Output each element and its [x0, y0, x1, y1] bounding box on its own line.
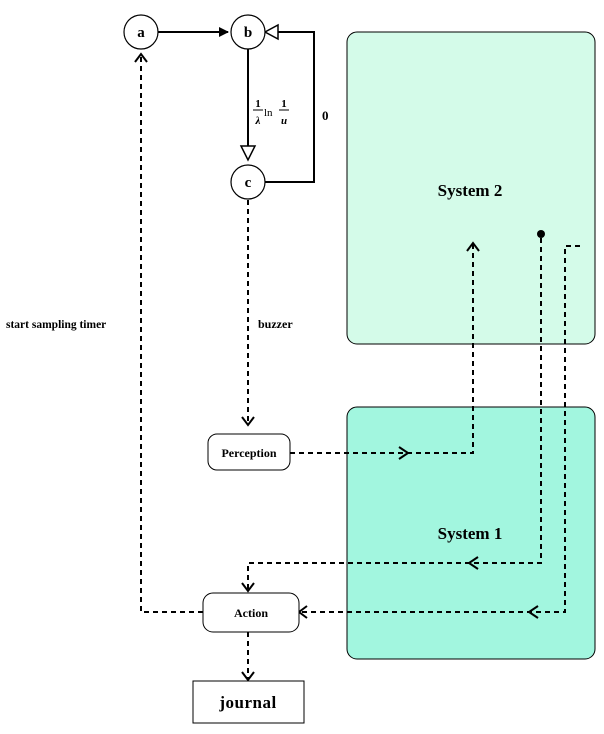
open-arrow-into-journal — [241, 671, 255, 682]
perception-label: Perception — [221, 446, 276, 460]
formula-ln: ln — [264, 107, 273, 119]
edge-system1-to-action — [299, 245, 580, 613]
start-sampling-label: start sampling timer — [6, 319, 106, 331]
hollow-arrow-into-b — [263, 23, 279, 41]
transition-rate-formula: 1 λ ln 1 u — [253, 98, 289, 127]
edge-perception-to-system2 — [290, 243, 474, 454]
system-2-box — [346, 31, 596, 345]
edge-system2-to-action — [247, 238, 542, 591]
open-arrow-into-a — [134, 52, 148, 63]
mid-arrow-system1-path — [527, 605, 539, 619]
journal-node — [192, 680, 305, 724]
state-c-label: c — [245, 175, 252, 191]
state-b-label: b — [244, 25, 252, 41]
state-a-label: a — [137, 25, 145, 41]
state-b-circle — [230, 14, 266, 50]
formula-frac2-den: u — [281, 115, 287, 127]
system-2-label: System 2 — [438, 181, 503, 200]
state-c-circle — [230, 164, 266, 200]
open-arrow-into-action-top — [241, 582, 255, 593]
system-1-box — [346, 406, 596, 660]
state-a-circle — [123, 14, 159, 50]
open-arrow-into-perception — [241, 416, 255, 427]
hollow-arrow-into-c — [239, 145, 257, 162]
mid-arrow-perception-path — [398, 446, 410, 460]
action-label: Action — [234, 606, 268, 620]
formula-frac2-num: 1 — [281, 98, 287, 110]
edge-c-to-b-loop — [264, 31, 315, 183]
system2-output-dot — [537, 230, 545, 238]
loop-zero-label: 0 — [322, 108, 329, 123]
perception-node — [207, 433, 291, 471]
action-node — [202, 592, 300, 633]
system-1-label: System 1 — [438, 524, 503, 543]
mid-arrow-system2-path — [467, 556, 479, 570]
open-arrow-into-system2 — [466, 241, 480, 252]
formula-frac1-den: λ — [255, 115, 261, 127]
formula-frac1-num: 1 — [255, 98, 261, 110]
edge-action-to-a — [140, 54, 203, 613]
buzzer-label: buzzer — [258, 317, 293, 331]
journal-label: journal — [218, 693, 276, 712]
